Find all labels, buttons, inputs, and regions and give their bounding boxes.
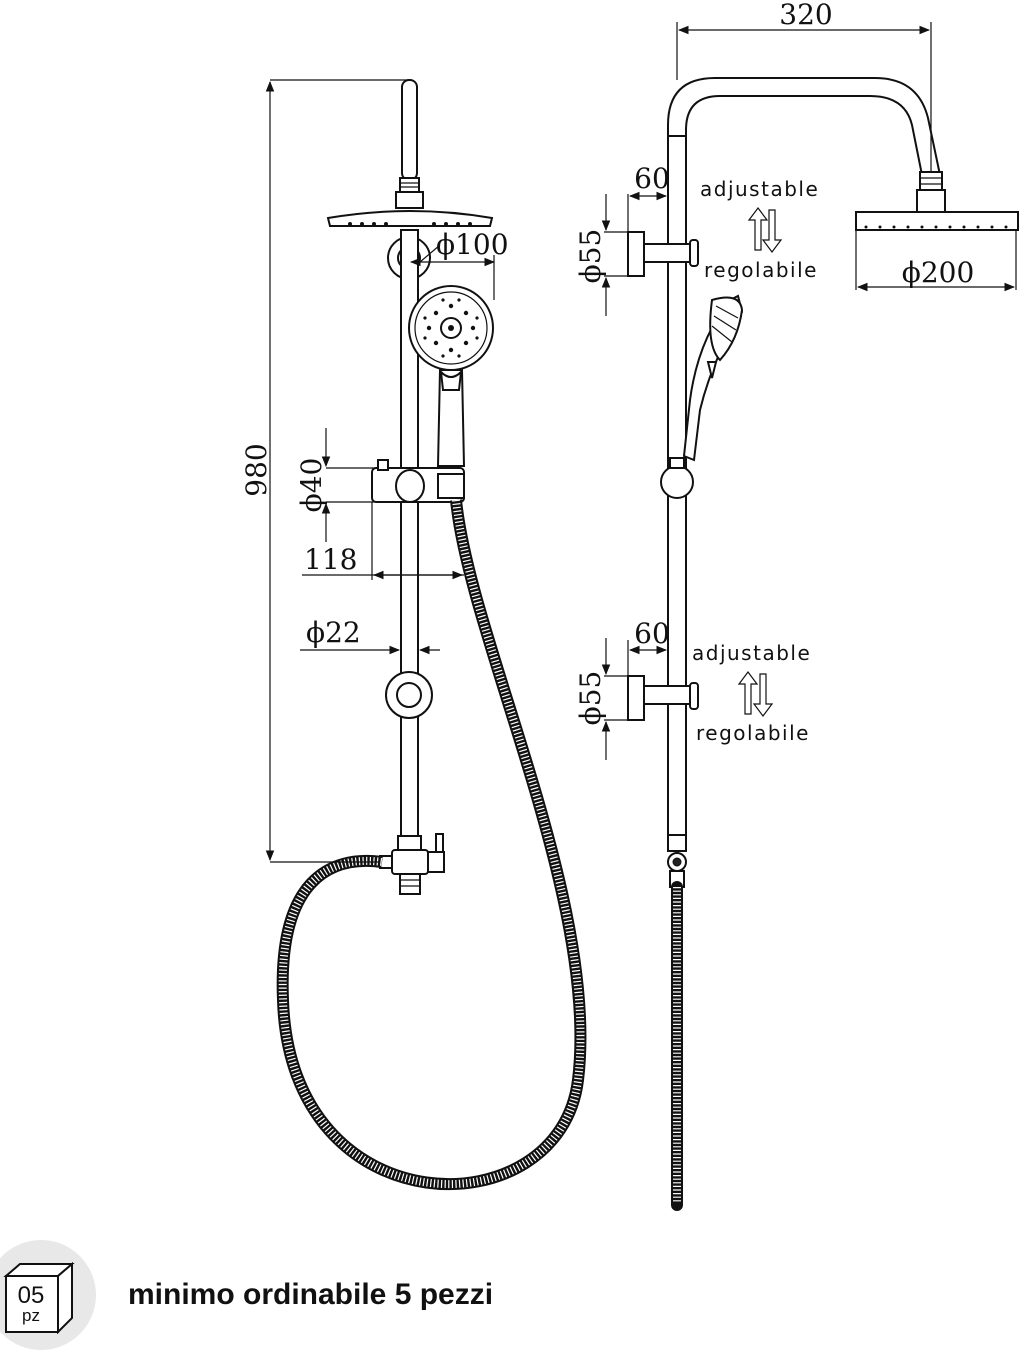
dim-lower-bracket-offset: 60 [634, 617, 670, 650]
dim-slider-diameter: ϕ40 [295, 458, 328, 513]
footer: 05 pz minimo ordinabile 5 pezzi [0, 1240, 1021, 1350]
slider-side [660, 457, 694, 499]
dim-head-diameter: ϕ200 [902, 256, 975, 289]
upper-bracket-side [627, 231, 699, 277]
minimum-order-text: minimo ordinabile 5 pezzi [128, 1278, 494, 1311]
up-down-arrows-icon [737, 671, 774, 717]
hand-shower-front [408, 285, 494, 467]
dim-upper-bracket-diameter: ϕ55 [574, 229, 607, 284]
dim-upper-bracket-offset: 60 [634, 162, 670, 195]
slider-front [371, 459, 465, 503]
note-lower-regolabile: regolabile [696, 721, 810, 745]
lower-bracket-side [627, 675, 699, 721]
dim-slider-depth: 118 [304, 543, 357, 576]
dim-bar-diameter: ϕ22 [306, 616, 361, 649]
dim-hand-shower-diameter: ϕ100 [436, 228, 509, 261]
dim-lower-bracket-diameter: ϕ55 [574, 671, 607, 726]
package-box-icon [3, 1262, 75, 1334]
note-lower-adjustable: adjustable [692, 641, 811, 665]
dim-arm-width: 320 [779, 0, 832, 31]
rain-head-front [326, 210, 494, 227]
note-upper-adjustable: adjustable [700, 177, 819, 201]
diverter-front [379, 833, 445, 895]
up-down-arrows-icon [747, 207, 783, 253]
badge-number: 05 [17, 1282, 45, 1309]
badge-unit: pz [22, 1306, 40, 1325]
side-view: 320 ϕ200 ϕ55 60 adjustable regolabile [574, 0, 1019, 1211]
dim-980: 980 [240, 443, 273, 496]
note-upper-regolabile: regolabile [704, 258, 818, 282]
technical-drawing: 980 ϕ100 ϕ40 118 ϕ22 [240, 0, 1019, 1211]
hose-front [276, 499, 587, 1190]
front-view: 980 ϕ100 ϕ40 118 ϕ22 [240, 79, 587, 1190]
rain-head-side [855, 211, 1019, 231]
hand-shower-side [682, 294, 744, 462]
